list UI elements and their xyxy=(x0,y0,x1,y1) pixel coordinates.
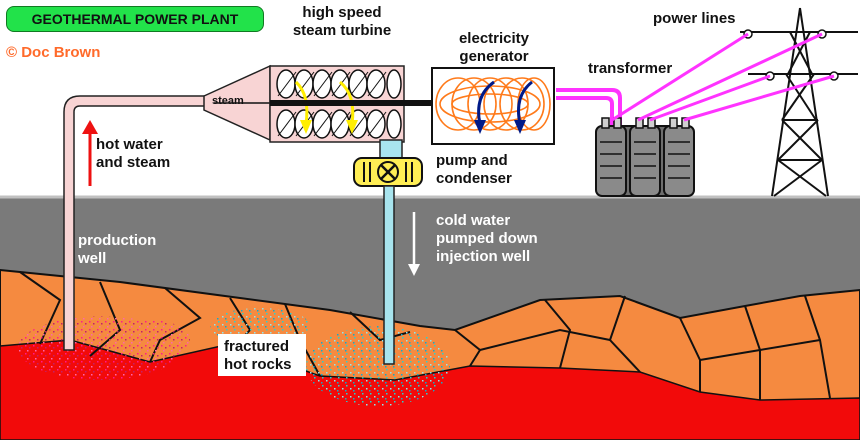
turbine-rotation-arrows xyxy=(294,80,355,125)
power-lines-label: power lines xyxy=(653,10,736,27)
turbine-hatching xyxy=(277,71,387,137)
drive-shaft xyxy=(270,100,442,106)
steam-label: steam xyxy=(212,95,244,107)
generator-cables xyxy=(556,88,622,126)
cold-water-label: cold water pumped down injection well xyxy=(436,212,538,265)
diagram-title: GEOTHERMAL POWER PLANT xyxy=(6,6,264,32)
pump-unit xyxy=(353,157,423,187)
hot-water-spray-2 xyxy=(110,320,190,360)
condenser-outlet-pipe xyxy=(379,139,403,159)
fractured-rocks-label: fractured hot rocks xyxy=(224,338,292,373)
hot-water-label: hot water and steam xyxy=(96,136,171,171)
steam-turbine-label: high speed steam turbine xyxy=(292,4,392,39)
cold-water-arrow xyxy=(408,212,420,276)
hot-water-arrow xyxy=(82,120,98,186)
turbine-arrowheads xyxy=(300,120,358,134)
generator-rotation-arrows xyxy=(477,80,533,125)
generator-arrowheads xyxy=(474,120,526,134)
generator-label: electricity generator xyxy=(458,30,530,65)
production-well-label: production well xyxy=(78,232,157,267)
transformer xyxy=(595,117,695,197)
transformer-label: transformer xyxy=(588,60,673,77)
credit-text: © Doc Brown xyxy=(6,44,101,61)
cold-water-spray xyxy=(306,326,450,406)
injection-well-pipe xyxy=(383,185,395,365)
fractured-rocks-label-box xyxy=(218,334,306,376)
electricity-pylon xyxy=(740,7,858,197)
power-lines-wires xyxy=(611,32,835,122)
pump-label: pump and condenser xyxy=(436,152,512,187)
